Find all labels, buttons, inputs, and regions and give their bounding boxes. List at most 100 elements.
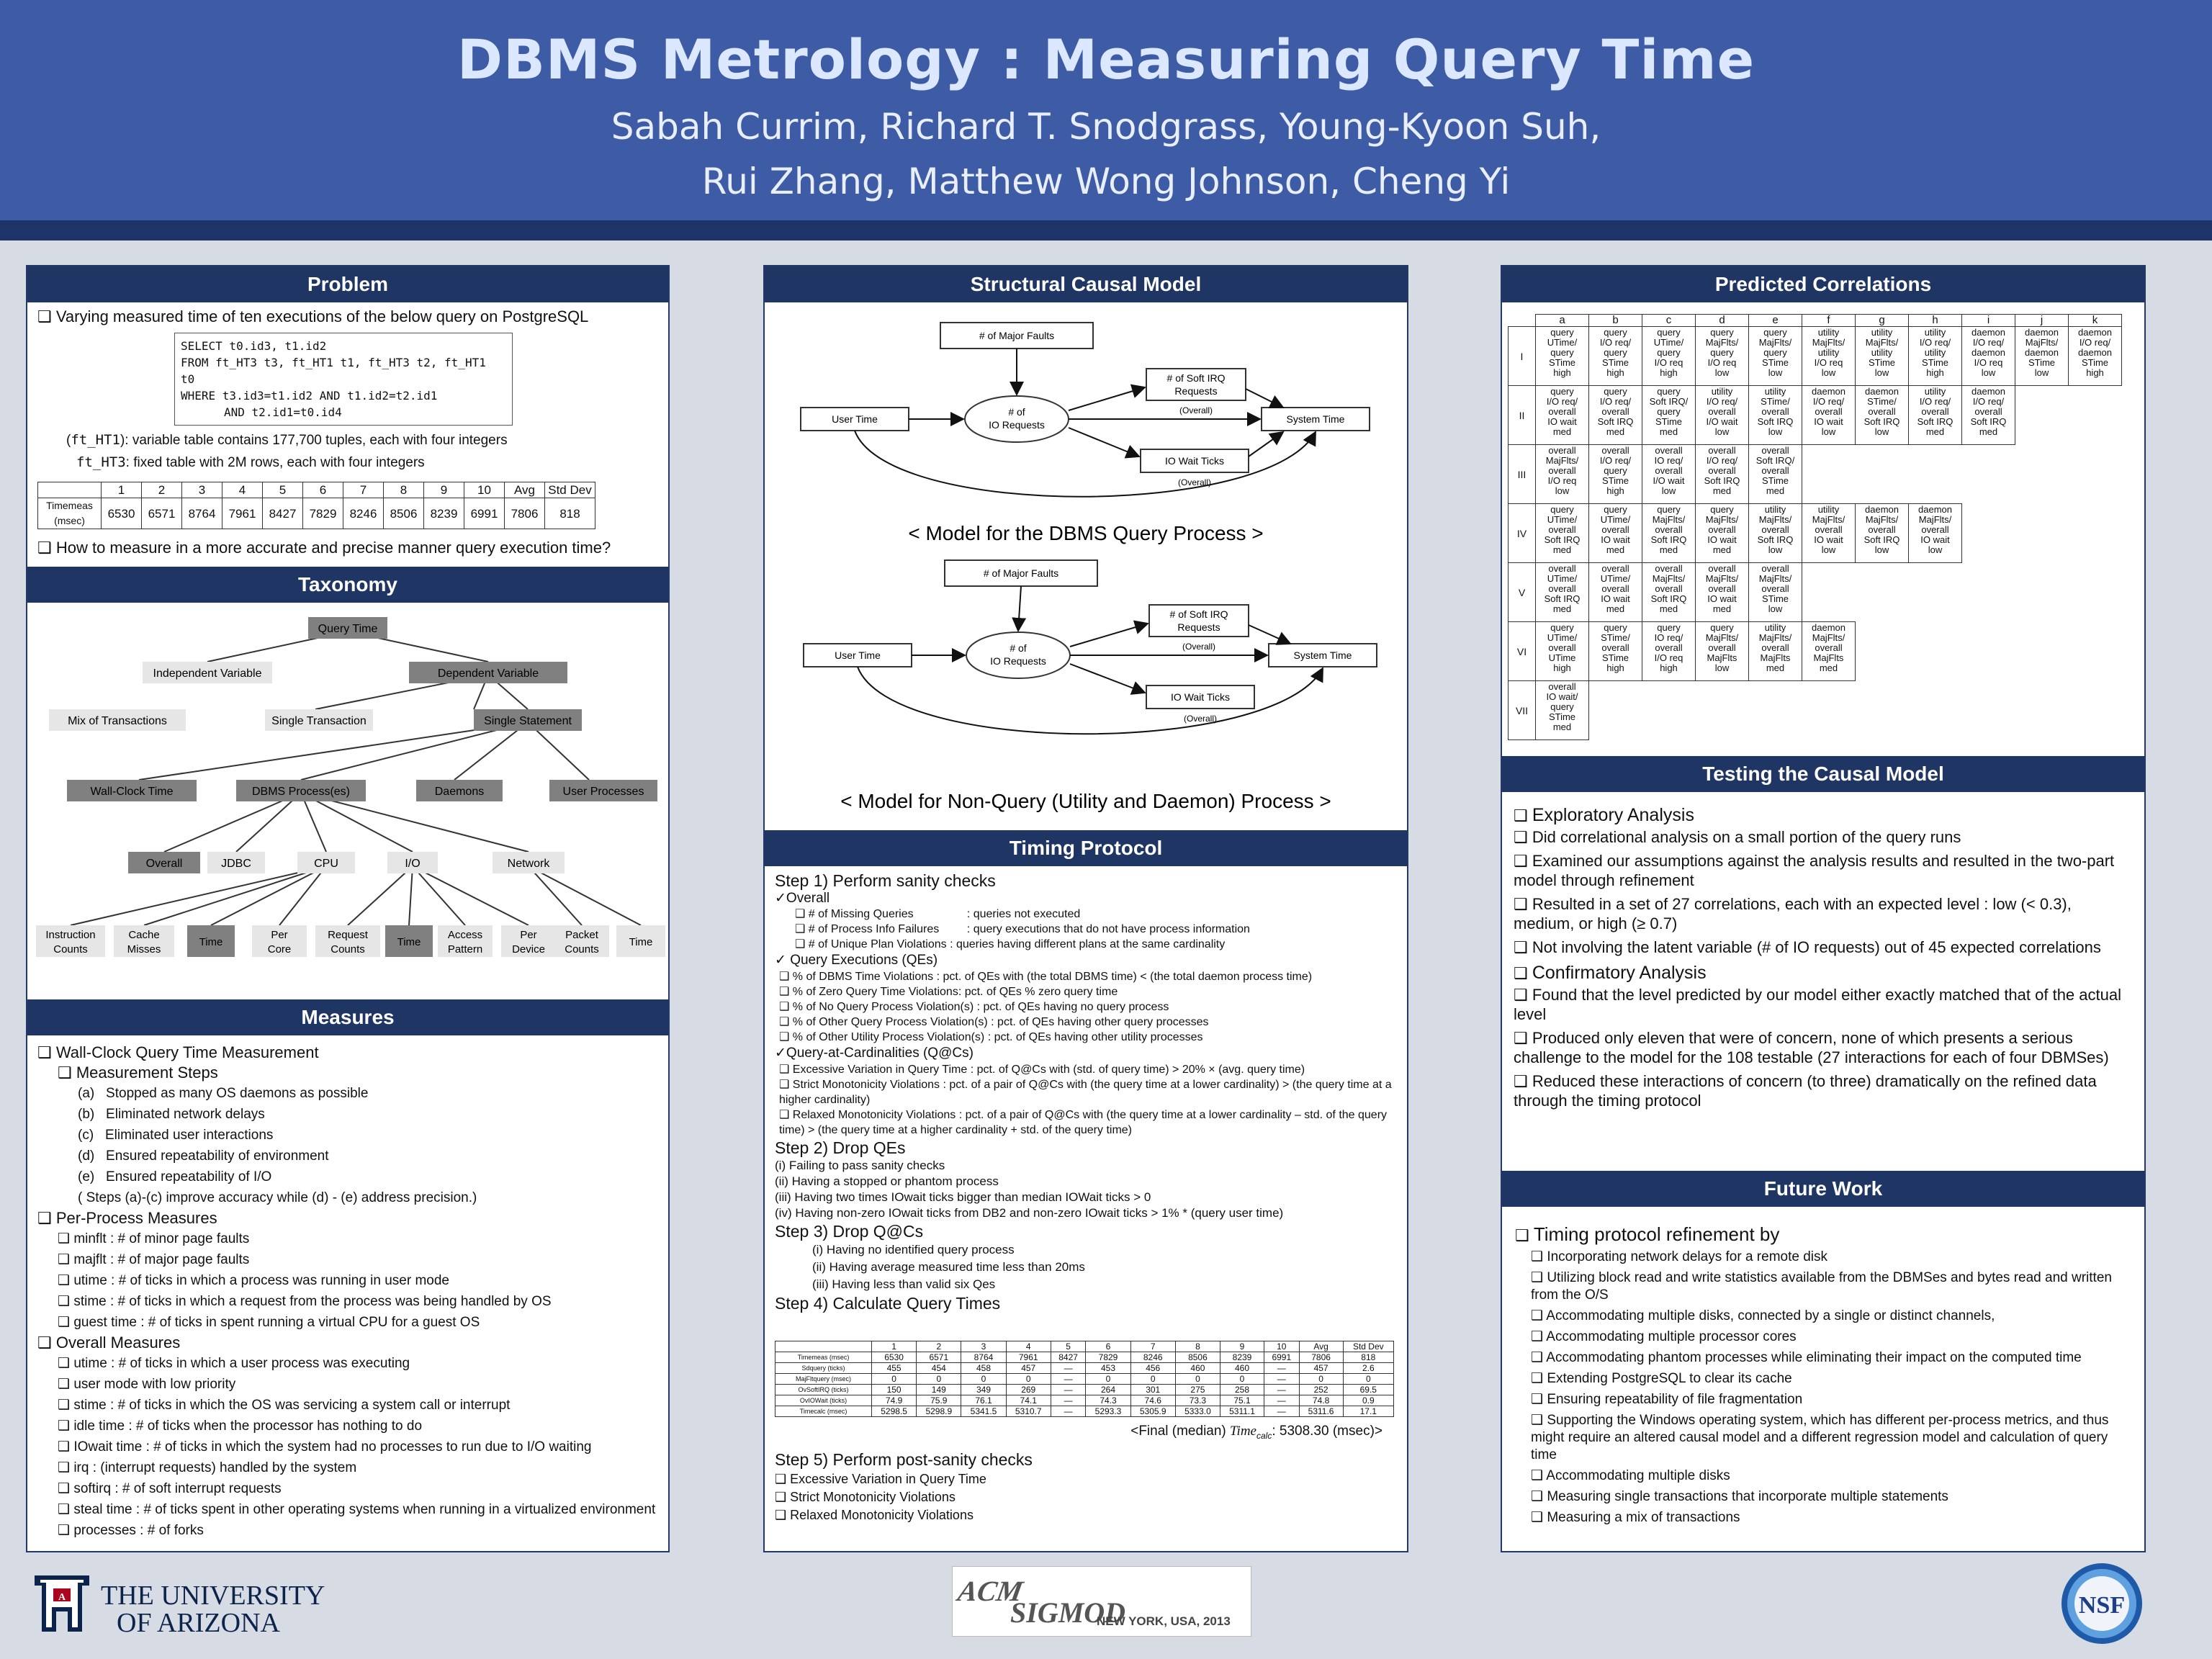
- step3-item: (ii) Having average measured time less t…: [812, 1260, 1085, 1274]
- tax-node: [236, 780, 366, 801]
- correlation-cell: overall MajFlts/ overall IO wait med: [1695, 562, 1749, 622]
- non-query-model-diagram: # of Major Faults # of IO Requests User …: [803, 559, 1377, 735]
- correlation-cell: query MajFlts/ overall IO wait med: [1695, 503, 1749, 563]
- correlation-cell: daemon STime/ overall Soft IRQ low: [1855, 385, 1909, 445]
- correlation-cell: daemon I/O req/ daemon I/O req low: [1961, 326, 2015, 386]
- causal-model-diagrams: # of Major Faults # of IO Requests User …: [800, 322, 1377, 812]
- step-5: Step 5) Perform post-sanity checks: [775, 1449, 1033, 1469]
- step3-list: (i) Having no identified query process (…: [775, 1241, 1397, 1293]
- qe-item: ❑ % of Zero Query Time Violations: pct. …: [779, 986, 1118, 998]
- future-item: ❑ Incorporating network delays for a rem…: [1531, 1249, 1827, 1264]
- conf-item: ❑ Reduced these interactions of concern …: [1514, 1072, 2097, 1110]
- overall-item: ❑ stime : # of ticks in which the OS was…: [58, 1398, 511, 1413]
- tax-label: Counts: [565, 943, 599, 956]
- sanity-item: ❑ # of Unique Plan Violations : queries …: [795, 938, 1226, 950]
- step-4: Step 4) Calculate Query Times: [775, 1294, 1001, 1313]
- tax-label: Single Statement: [484, 715, 572, 727]
- tax-node: [128, 852, 200, 873]
- future-item: ❑ Utilizing block read and write statist…: [1531, 1270, 2112, 1303]
- taxonomy-tree: Query Time Independent Variable Dependen…: [36, 617, 665, 957]
- correlation-cell: utility I/O req/ utility STime high: [1908, 326, 1962, 386]
- tax-leaf: [554, 925, 609, 957]
- university-of-arizona-logo: A THE UNIVERSITY OF ARIZONA: [32, 1568, 334, 1637]
- banner-band: [0, 220, 2212, 240]
- table-header-row: 1 2 3 4 5 6 7 8 9 10 Avg Std Dev: [37, 482, 595, 498]
- correlation-cell: daemon MajFlts/ overall Soft IRQ low: [1855, 503, 1909, 563]
- conf-item: ❑ Produced only eleven that were of conc…: [1514, 1029, 2109, 1066]
- model-caption-non-query: < Model for Non-Query (Utility and Daemo…: [840, 790, 1331, 812]
- correlation-cell: daemon I/O req/ overall Soft IRQ med: [1961, 385, 2015, 445]
- per-item: ❑ majflt : # of major page faults: [58, 1252, 250, 1267]
- sql-line: WHERE t3.id3=t1.id2 AND t1.id2=t2.id1: [181, 389, 438, 403]
- correlation-cell: overall UTime/ overall IO wait med: [1588, 562, 1642, 622]
- correlation-cell: query UTime/ overall IO wait med: [1588, 503, 1642, 563]
- column-header: i: [1961, 314, 2015, 327]
- step5-list: ❑ Excessive Variation in Query Time ❑ St…: [775, 1470, 1397, 1524]
- qe-title: ✓ Query Executions (QEs): [775, 953, 938, 968]
- timing-heading: Timing Protocol: [765, 830, 1407, 866]
- exploratory-title: ❑ Exploratory Analysis: [1514, 805, 1694, 825]
- tax-label: Overall: [146, 858, 183, 870]
- model-caption-query: < Model for the DBMS Query Process >: [908, 522, 1263, 544]
- left-column: Problem ❑ Varying measured time of ten e…: [26, 265, 670, 1552]
- tax-label: Independent Variable: [153, 667, 262, 680]
- tax-label: Request: [328, 929, 369, 941]
- ua-line-2: OF ARIZONA: [117, 1608, 280, 1638]
- node-label: System Time: [1287, 413, 1345, 425]
- tax-node: [409, 662, 567, 683]
- tax-label: Daemons: [435, 786, 484, 798]
- row-label: VI: [1508, 621, 1536, 681]
- correlation-cell: daemon MajFlts/ overall IO wait low: [1908, 503, 1962, 563]
- correlation-cell: query I/O req/ overall Soft IRQ med: [1588, 385, 1642, 445]
- tax-label: Access: [448, 929, 482, 941]
- svg-text:A: A: [58, 1592, 66, 1603]
- tax-leaf: [252, 925, 307, 957]
- conf-item: ❑ Found that the level predicted by our …: [1514, 986, 2121, 1023]
- step-2: Step 2) Drop QEs: [775, 1138, 906, 1157]
- timing-section: Step 1) Perform sanity checks ✓Overall ❑…: [765, 866, 1407, 1529]
- authors-line-1: Sabah Currim, Richard T. Snodgrass, Youn…: [611, 106, 1601, 148]
- nsf-logo: NSF: [2062, 1563, 2142, 1644]
- tax-node: [387, 852, 438, 873]
- tax-label: Device: [512, 943, 545, 956]
- problem-section: ❑ Varying measured time of ten execution…: [27, 302, 668, 562]
- testing-section: ❑ Exploratory Analysis ❑ Did correlation…: [1502, 798, 2144, 1120]
- measures-heading: Measures: [27, 999, 668, 1035]
- correlation-cell: overall MajFlts/ overall I/O req low: [1535, 444, 1589, 504]
- correlation-cell: overall MajFlts/ overall STime low: [1748, 562, 1802, 622]
- middle-column: Structural Causal Model # of Major Fault…: [763, 265, 1408, 1552]
- column-header: a: [1535, 314, 1589, 327]
- tax-node: [67, 780, 197, 801]
- future-item: ❑ Ensuring repeatability of file fragmen…: [1531, 1392, 1803, 1407]
- correlation-cell: query I/O req/ query STime high: [1588, 326, 1642, 386]
- correlation-cell: overall UTime/ overall Soft IRQ med: [1535, 562, 1589, 622]
- qac-list: ❑ Excessive Variation in Query Time : pc…: [775, 1062, 1397, 1138]
- tax-label: Wall-Clock Time: [91, 786, 174, 798]
- correlation-cell: overall Soft IRQ/ overall STime med: [1748, 444, 1802, 504]
- node-label: System Time: [1294, 649, 1352, 661]
- correlation-cell: utility MajFlts/ overall MajFlts med: [1748, 621, 1802, 681]
- column-header: k: [2068, 314, 2122, 327]
- correlation-cell: overall I/O req/ overall Soft IRQ med: [1695, 444, 1749, 504]
- tax-node: [297, 852, 355, 873]
- node-label: IO Requests: [990, 655, 1046, 667]
- column-header: j: [2015, 314, 2069, 327]
- correlation-cell: daemon I/O req/ daemon STime high: [2068, 326, 2122, 386]
- step5-item: ❑ Excessive Variation in Query Time: [775, 1471, 986, 1486]
- correlation-cell: query MajFlts/ overall Soft IRQ med: [1642, 503, 1696, 563]
- tax-label: CPU: [314, 858, 338, 870]
- qe-list: ❑ % of DBMS Time Violations : pct. of QE…: [775, 969, 1397, 1045]
- predicted-heading: Predicted Correlations: [1502, 266, 2144, 302]
- correlation-cell: query MajFlts/ query STime low: [1748, 326, 1802, 386]
- tax-leaf: [438, 925, 493, 957]
- tax-node: [549, 780, 657, 801]
- correlation-cell: utility MajFlts/ utility STime low: [1855, 326, 1909, 386]
- node-label: (Overall): [1184, 714, 1217, 724]
- title-banner: DBMS Metrology : Measuring Query Time Sa…: [0, 0, 2212, 220]
- sanity-list: ❑ # of Missing Queries: queries not exec…: [775, 907, 1397, 952]
- tax-label: Instruction: [45, 929, 95, 941]
